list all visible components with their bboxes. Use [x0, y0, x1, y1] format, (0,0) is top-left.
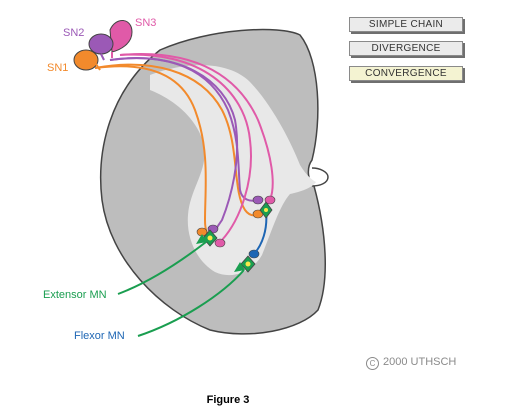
- sn3-axon: [119, 53, 274, 241]
- copyright-notice: C 2000 UTHSCH: [366, 356, 456, 370]
- flexor-mn-label: Flexor MN: [74, 330, 125, 342]
- sn1-label: SN1: [47, 62, 69, 74]
- copyright-text: 2000 UTHSCH: [383, 356, 457, 368]
- sn3-label: SN3: [135, 17, 157, 29]
- gray-matter: [150, 65, 316, 276]
- flexor-motor-axon: [137, 269, 245, 337]
- flexor-arrowhead: [234, 262, 245, 272]
- sn2-label: SN2: [63, 27, 85, 39]
- copyright-icon: C: [366, 357, 379, 370]
- simple-chain-button[interactable]: SIMPLE CHAIN: [349, 17, 463, 32]
- flexor-motor-neuron: [240, 255, 256, 273]
- convergence-button[interactable]: CONVERGENCE: [349, 66, 463, 81]
- divergence-button[interactable]: DIVERGENCE: [349, 41, 463, 56]
- interneuron-cell: [259, 201, 273, 219]
- extensor-mn-label: Extensor MN: [43, 289, 107, 301]
- extensor-axon: [117, 241, 207, 295]
- sn3-cell-body: [109, 20, 133, 58]
- sn2-cell-body: [88, 33, 114, 61]
- extensor-arrowhead: [196, 234, 207, 244]
- sn1-cell-body: [73, 49, 101, 71]
- figure-caption: Figure 3: [206, 394, 250, 406]
- central-canal-notch: [311, 167, 329, 187]
